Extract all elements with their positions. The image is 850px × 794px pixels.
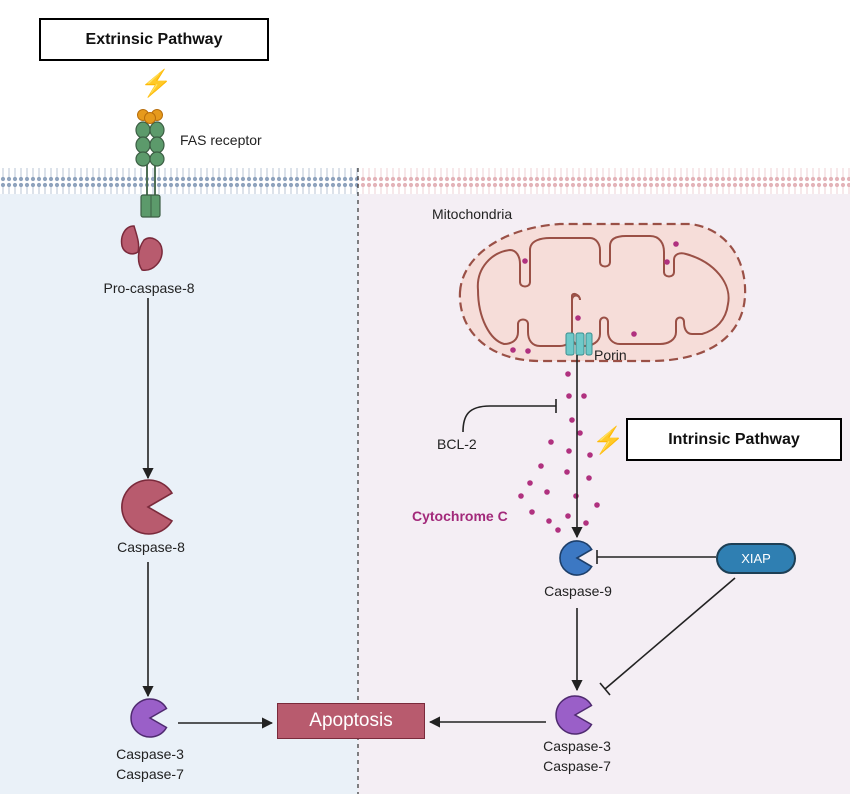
extrinsic-region	[0, 194, 358, 794]
fas-receptor-icon	[135, 109, 165, 218]
caspase-8-label: Caspase-8	[117, 539, 185, 555]
pro-caspase-8-label: Pro-caspase-8	[103, 280, 195, 296]
caspase-3-7-right-icon	[555, 695, 593, 735]
caspase-7-left-label: Caspase-7	[116, 766, 184, 782]
pro-caspase-8-icon	[120, 225, 163, 271]
xiap-inhibits-caspase3-7	[599, 577, 736, 696]
apoptosis-box: Apoptosis	[277, 703, 425, 739]
intrinsic-pathway-title: Intrinsic Pathway	[626, 418, 842, 461]
cytochrome-c-label: Cytochrome C	[412, 508, 508, 524]
caspase-3-7-left-icon	[130, 698, 168, 738]
lightning-bolt-icon: ⚡	[592, 425, 625, 455]
bcl-2-label: BCL-2	[437, 436, 477, 452]
caspase-8-icon	[121, 479, 174, 535]
caspase-9-icon	[559, 540, 593, 576]
caspase-3-left-label: Caspase-3	[116, 746, 184, 762]
cytochrome-c-dots	[518, 371, 600, 533]
lightning-bolt-icon: ⚡	[140, 68, 173, 98]
porin-icon	[565, 332, 593, 356]
caspase-3-right-label: Caspase-3	[543, 738, 611, 754]
cell-membrane-right	[358, 168, 850, 194]
bcl2-inhibition	[462, 399, 557, 433]
xiap-inhibits-caspase9	[596, 550, 716, 564]
fas-receptor-label: FAS receptor	[180, 132, 262, 148]
xiap-box: XIAP	[716, 543, 796, 574]
extrinsic-pathway-title: Extrinsic Pathway	[39, 18, 269, 61]
caspase-7-right-label: Caspase-7	[543, 758, 611, 774]
mitochondria-label: Mitochondria	[432, 206, 513, 222]
cell-membrane-left	[0, 168, 358, 194]
mitochondria-icon	[458, 222, 747, 363]
caspase-9-label: Caspase-9	[544, 583, 612, 599]
porin-label: Porin	[594, 347, 627, 363]
